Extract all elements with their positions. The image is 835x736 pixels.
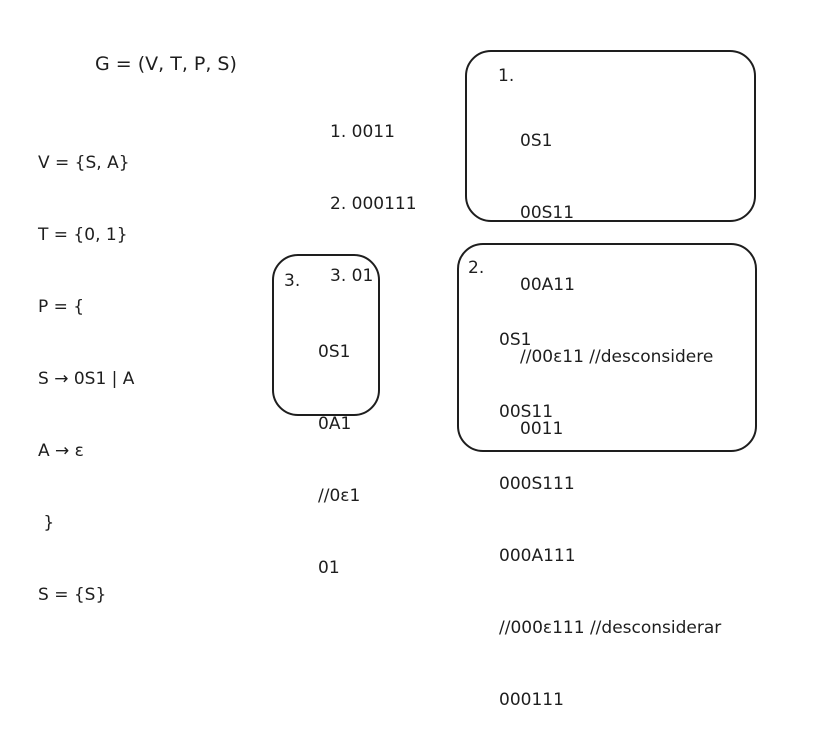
derivation-box-3-steps: 0S1 0A1 //0ε1 01 <box>318 292 360 604</box>
word-item-1: 1. 0011 <box>330 122 395 142</box>
grammar-line-production-s: S → 0S1 | A <box>38 369 135 389</box>
derivation-step: 000S111 <box>499 474 575 494</box>
derivation-box-1-label: 1. <box>498 66 515 86</box>
derivation-step: //00ε11 //desconsidere <box>520 347 714 367</box>
grammar-title: G = (V, T, P, S) <box>95 53 237 75</box>
grammar-line-productions-open: P = { <box>38 297 85 317</box>
grammar-line-productions-close: } <box>38 513 55 533</box>
grammar-line-terminals: T = {0, 1} <box>38 225 128 245</box>
grammar-line-start: S = {S} <box>38 585 107 605</box>
grammar-definition: V = {S, A} T = {0, 1} P = { S → 0S1 | A … <box>38 103 134 631</box>
derivation-box-3-label: 3. <box>284 271 301 291</box>
derivation-box-1 <box>465 50 756 222</box>
derivation-box-1-steps: 0S1 00S11 00A11 //00ε11 //desconsidere 0… <box>520 81 713 465</box>
derivation-box-2-steps: 0S1 00S11 000S111 000A111 //000ε111 //de… <box>499 280 721 736</box>
derivation-box-2 <box>457 243 757 452</box>
derivation-step: 000111 <box>499 690 564 710</box>
derivation-step: 01 <box>318 558 340 578</box>
grammar-line-variables: V = {S, A} <box>38 153 130 173</box>
derivation-step: 000A111 <box>499 546 576 566</box>
derivation-step: 0S1 <box>520 131 553 151</box>
derivation-step: 00S11 <box>520 203 575 223</box>
derivation-step: 0011 <box>520 419 564 439</box>
derivation-box-3 <box>272 254 380 416</box>
derivation-step: 0S1 <box>318 342 351 362</box>
derivation-step: 0A1 <box>318 414 352 434</box>
derivation-step: 00A11 <box>520 275 575 295</box>
word-list: 1. 0011 2. 000111 3. 01 <box>330 72 417 312</box>
derivation-step: 00S11 <box>499 402 554 422</box>
word-item-2: 2. 000111 <box>330 194 417 214</box>
derivation-box-2-label: 2. <box>468 258 485 278</box>
derivation-step: //000ε111 //desconsiderar <box>499 618 722 638</box>
grammar-line-production-a: A → ε <box>38 441 84 461</box>
derivation-step: 0S1 <box>499 330 532 350</box>
derivation-step: //0ε1 <box>318 486 361 506</box>
